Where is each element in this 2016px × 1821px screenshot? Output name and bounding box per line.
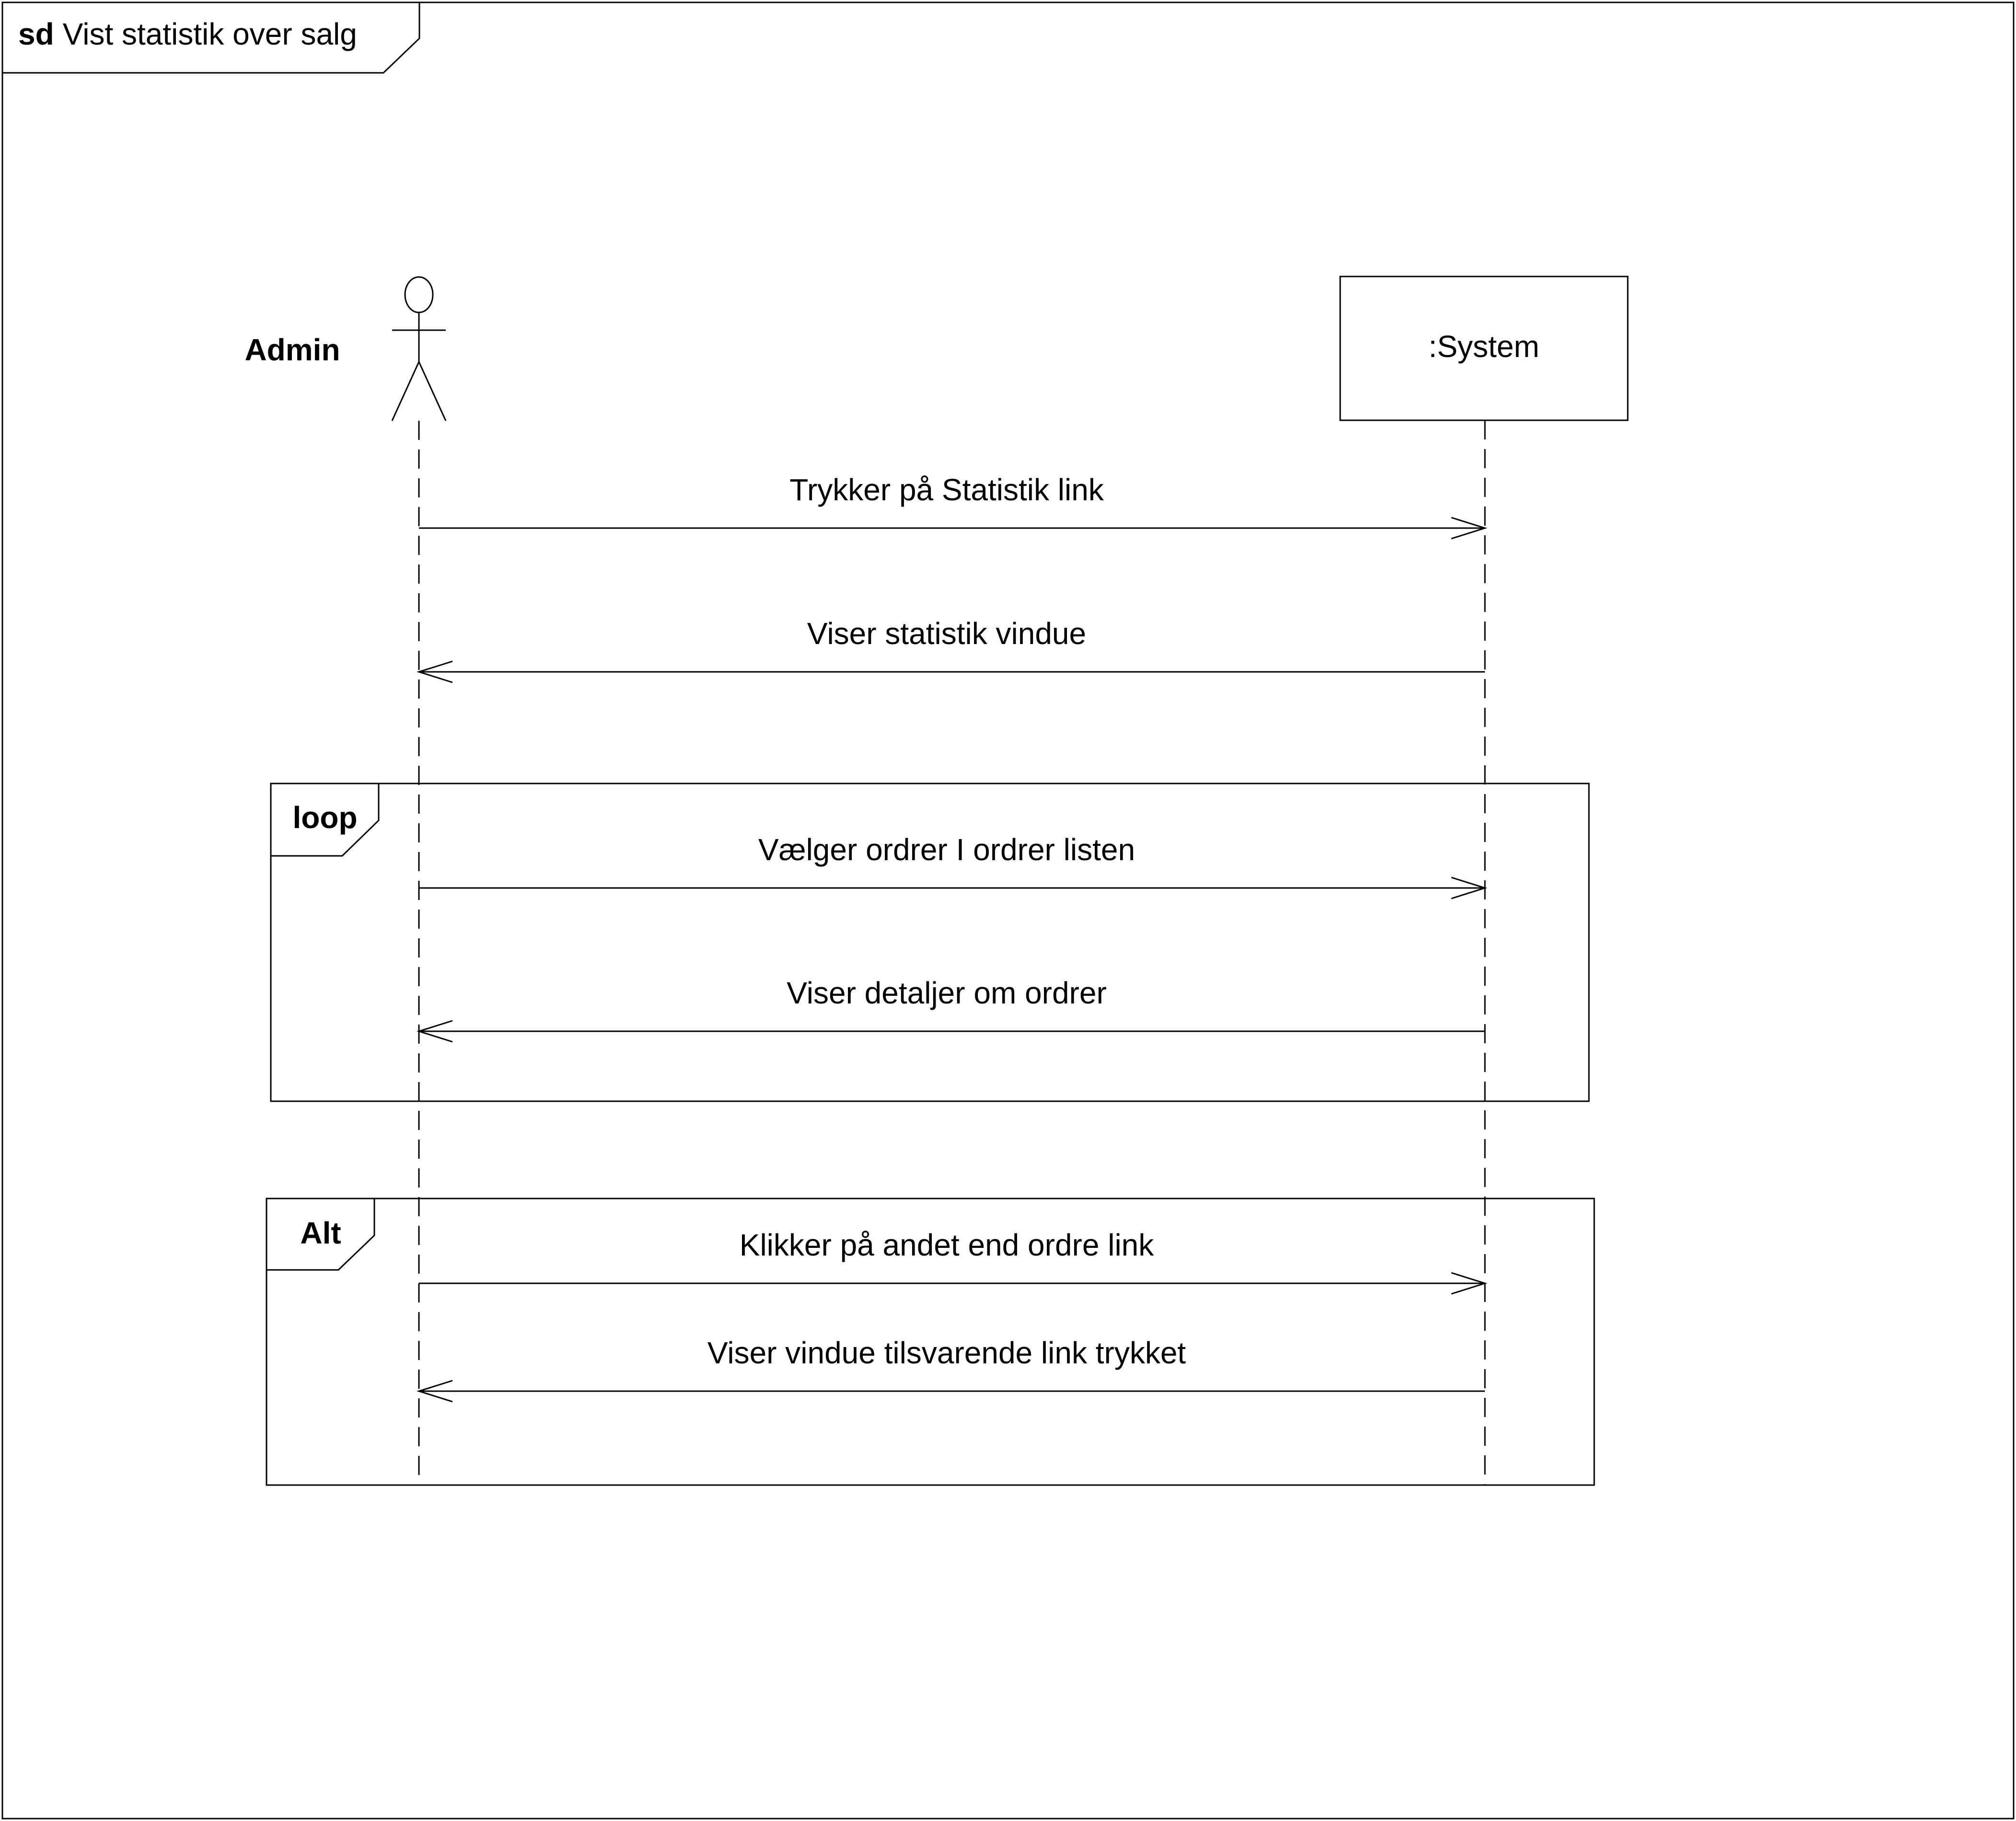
system-participant-box <box>1339 276 1629 421</box>
actor-head <box>404 276 434 313</box>
fragment-alt: Alt <box>266 1198 1595 1486</box>
message-label: Viser vindue tilsvarende link trykket <box>707 1336 1186 1370</box>
message-label: Vælger ordrer I ordrer listen <box>758 832 1135 867</box>
message-1: Trykker på Statistik link <box>419 473 1488 540</box>
message-label: Viser detaljer om ordrer <box>787 976 1107 1010</box>
system-participant-name: :System <box>1428 329 1539 364</box>
diagram-frame-heading-tab <box>1 1 420 74</box>
message-arrowhead <box>1451 876 1488 899</box>
frame-title: Vist statistik over salg <box>63 17 357 51</box>
message-2: Viser statistik vindue <box>416 616 1485 683</box>
message-arrowhead <box>416 1020 453 1043</box>
message-label: Klikker på andet end ordre link <box>740 1228 1155 1262</box>
message-3: Vælger ordrer I ordrer listen <box>419 832 1488 899</box>
fragment-loop-operator: loop <box>292 800 357 835</box>
fragment-alt-operator: Alt <box>300 1216 341 1250</box>
fragment-alt-frame <box>266 1198 1595 1486</box>
fragment-alt-tab <box>266 1198 375 1271</box>
diagram-frame-heading: sd Vist statistik over salg <box>18 17 357 51</box>
actor-right-leg <box>418 361 447 421</box>
fragment-loop-frame <box>270 783 1590 1102</box>
message-arrowhead <box>1451 1272 1488 1295</box>
fragment-loop-tab <box>271 783 380 857</box>
message-arrowhead <box>1451 517 1488 540</box>
actor-left-leg <box>391 361 420 421</box>
message-label: Trykker på Statistik link <box>789 473 1104 507</box>
frame-keyword: sd <box>18 17 54 51</box>
message-6: Viser vindue tilsvarende link trykket <box>416 1336 1485 1403</box>
actor-name: Admin <box>244 333 340 367</box>
fragment-loop: loop <box>270 783 1590 1102</box>
message-label: Viser statistik vindue <box>807 616 1086 651</box>
message-5: Klikker på andet end ordre link <box>419 1228 1488 1295</box>
message-4: Viser detaljer om ordrer <box>416 976 1485 1043</box>
actor-admin <box>391 276 447 421</box>
message-arrowhead <box>416 660 453 683</box>
message-arrowhead <box>416 1380 453 1403</box>
